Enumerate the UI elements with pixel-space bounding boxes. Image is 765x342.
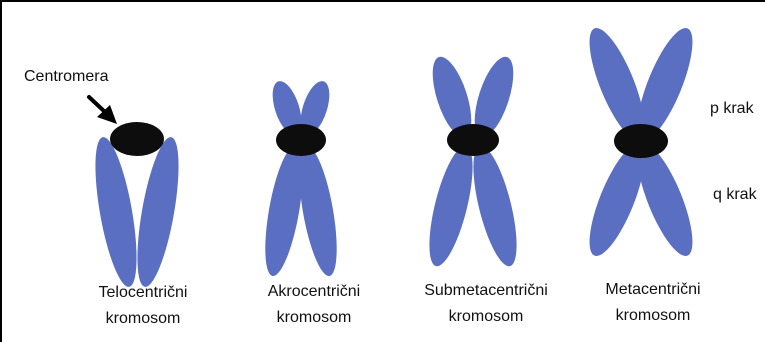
submetacentric-chromosome [420,52,525,270]
caption-submetacentric-line1: Submetacentrični [424,282,548,299]
q-arm-label: q krak [713,186,758,203]
centromere [110,122,164,156]
caption-submetacentric-line2: kromosom [449,308,524,325]
caption-acrocentric-line1: Akrocentrični [268,283,360,300]
chromatid-left [87,134,145,289]
caption-acrocentric-line2: kromosom [277,309,352,326]
centromere-label: Centromera [24,68,109,85]
caption-metacentric-line1: Metacentrični [605,281,700,298]
p-arm-label: p krak [710,100,755,117]
q-arm-left [420,142,481,270]
centromere [614,124,668,158]
centromere [447,124,499,156]
caption-telocentric-line2: kromosom [106,310,181,327]
acrocentric-chromosome [258,78,344,279]
caption-telocentric-line1: Telocentrični [99,284,188,301]
metacentric-chromosome [579,22,703,262]
telocentric-chromosome [87,122,187,290]
q-arm-right [464,142,525,270]
caption-metacentric-line2: kromosom [616,307,691,324]
centromere [276,124,326,156]
arrow-icon [89,97,117,124]
chromatid-right [129,134,187,289]
